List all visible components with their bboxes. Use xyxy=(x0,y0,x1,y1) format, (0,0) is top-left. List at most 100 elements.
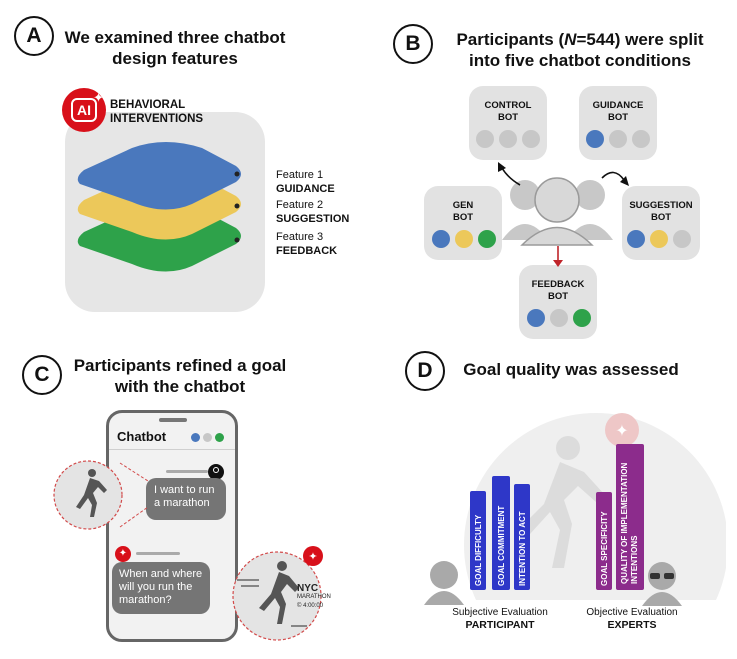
control-dot-1 xyxy=(476,130,494,148)
panel-b-title-line2: into five chatbot conditions xyxy=(469,51,691,70)
header-dot-1 xyxy=(191,433,200,442)
bot-message-line1: When and where xyxy=(119,568,203,580)
runner-thought-circle xyxy=(53,460,149,530)
feature-1-label: Feature 1 GUIDANCE xyxy=(276,168,335,196)
participant-caption-line1: Subjective Evaluation xyxy=(452,607,548,618)
runner-icon xyxy=(76,469,107,517)
panel-c-title: Participants refined a goal with the cha… xyxy=(62,355,298,397)
feedback-bot-line1: FEEDBACK xyxy=(531,279,585,290)
panel-b-title: Participants (N=544) were split into fiv… xyxy=(435,29,725,71)
behavioral-interventions-label: BEHAVIORAL INTERVENTIONS xyxy=(110,98,203,126)
bot-avatar-icon: ✦ xyxy=(115,546,131,562)
expert-caption-line1: Objective Evaluation xyxy=(586,607,678,618)
feature-3-name: FEEDBACK xyxy=(276,245,338,257)
ai-badge: AI ✦ xyxy=(62,88,106,132)
background-runner-icon xyxy=(520,436,604,568)
phone-notch xyxy=(159,418,187,422)
bar-goal-specificity-label: GOAL SPECIFICITY xyxy=(600,511,609,586)
panel-a-title-line1: We examined three chatbot xyxy=(64,28,286,47)
guidance-layer xyxy=(77,142,241,210)
expert-avatar xyxy=(642,562,682,606)
bib-event: MARATHON xyxy=(297,594,331,600)
feedback-bot-card: FEEDBACK BOT xyxy=(519,265,597,339)
gen-bot-card: GEN BOT xyxy=(424,186,502,260)
bar-intention-to-act-label: INTENTION TO ACT xyxy=(518,511,527,586)
bar-goal-difficulty-label: GOAL DIFFICULTY xyxy=(474,514,483,586)
guidance-dot-1 xyxy=(586,130,604,148)
bib-city: NYC xyxy=(297,583,319,594)
expert-sparkle-icon: ✦ xyxy=(615,423,628,440)
gen-dot-2 xyxy=(455,230,473,248)
bib-time: © 4:00:00 xyxy=(297,603,324,609)
panel-d-letter: D xyxy=(405,351,445,391)
bar-goal-commitment-label: GOAL COMMITMENT xyxy=(497,505,506,586)
bot-message-line2: will you run the xyxy=(119,581,193,593)
feedback-dot-1 xyxy=(527,309,545,327)
suggestion-bot-card: SUGGESTION BOT xyxy=(622,186,700,260)
marathon-runner-icon xyxy=(259,561,299,624)
panel-c-title-line2: with the chatbot xyxy=(114,377,246,396)
marathon-bib: NYC MARATHON © 4:00:00 xyxy=(297,584,331,611)
user-message-bubble: I want to run a marathon xyxy=(146,478,226,520)
behavioral-line1: BEHAVIORAL xyxy=(110,99,186,111)
title-post: =544) were split xyxy=(576,30,704,49)
gen-bot-line2: BOT xyxy=(452,212,474,223)
bot-message-line3: marathon? xyxy=(119,594,172,606)
user-message-line2: a marathon xyxy=(154,497,210,509)
gen-bot-line1: GEN xyxy=(452,200,474,211)
feature-3-number: Feature 3 xyxy=(276,231,324,243)
feedback-bot-line2: BOT xyxy=(547,291,569,302)
guidance-dot-3 xyxy=(632,130,650,148)
sparkle-icon: ✦ xyxy=(93,90,104,105)
suggestion-bot-line1: SUGGESTION xyxy=(629,200,693,211)
header-dot-2 xyxy=(203,433,212,442)
guidance-bot-line2: BOT xyxy=(607,112,629,123)
control-bot-card: CONTROL BOT xyxy=(469,86,547,160)
feature-2-name: SUGGESTION xyxy=(276,213,350,225)
bar-goal-specificity: GOAL SPECIFICITY xyxy=(596,492,612,590)
panel-c-title-line1: Participants refined a goal xyxy=(73,356,287,375)
guidance-bot-card: GUIDANCE BOT xyxy=(579,86,657,160)
participant-group-icon xyxy=(502,177,613,246)
participant-caption: Subjective Evaluation PARTICIPANT xyxy=(440,606,560,632)
expert-caption: Objective Evaluation EXPERTS xyxy=(572,606,692,632)
panel-a-title-line2: design features xyxy=(112,49,238,68)
chatbot-app-title: Chatbot xyxy=(117,429,167,444)
behavioral-line2: INTERVENTIONS xyxy=(110,113,204,125)
participant-caption-line2: PARTICIPANT xyxy=(465,619,535,631)
user-avatar-icon xyxy=(208,464,224,480)
control-bot-line2: BOT xyxy=(497,112,519,123)
marathon-runner-circle: ✦ xyxy=(232,546,323,641)
bar-intention-to-act: INTENTION TO ACT xyxy=(514,484,530,590)
feedback-dot-3 xyxy=(573,309,591,327)
expert-caption-line2: EXPERTS xyxy=(607,619,657,631)
gen-dot-1 xyxy=(432,230,450,248)
bar-quality-implementation-intentions: QUALITY OF IMPLEMENTATION INTENTIONS xyxy=(616,444,644,590)
title-n: N xyxy=(564,30,577,49)
feedback-dot-2 xyxy=(550,309,568,327)
marathon-sparkle-icon: ✦ xyxy=(308,551,317,563)
arrow-to-control xyxy=(501,167,521,186)
participant-avatar xyxy=(424,561,464,605)
ai-chip-icon: AI xyxy=(71,98,97,122)
guidance-dot-2 xyxy=(609,130,627,148)
feature-3-label: Feature 3 FEEDBACK xyxy=(276,230,337,258)
feature-2-number: Feature 2 xyxy=(276,199,324,211)
header-divider xyxy=(109,449,235,450)
panel-d-title: Goal quality was assessed xyxy=(463,360,679,379)
user-message-line1: I want to run xyxy=(154,484,215,496)
guidance-bot-line1: GUIDANCE xyxy=(592,100,644,111)
panel-b-title-line1: Participants (N=544) were split xyxy=(435,29,725,50)
bar-goal-difficulty: GOAL DIFFICULTY xyxy=(470,491,486,590)
user-typing-line xyxy=(166,470,208,473)
bot-typing-line xyxy=(136,552,180,555)
panel-b-letter: B xyxy=(393,24,433,64)
title-pre: Participants ( xyxy=(456,30,565,49)
feature-2-label: Feature 2 SUGGESTION xyxy=(276,198,349,226)
bot-message-bubble: When and where will you run the marathon… xyxy=(112,562,210,614)
suggestion-dot-2 xyxy=(650,230,668,248)
participant-group-illustration xyxy=(498,162,629,267)
panel-c-letter: C xyxy=(22,355,62,395)
feature-layers xyxy=(77,142,241,272)
feature-1-name: GUIDANCE xyxy=(276,183,335,195)
